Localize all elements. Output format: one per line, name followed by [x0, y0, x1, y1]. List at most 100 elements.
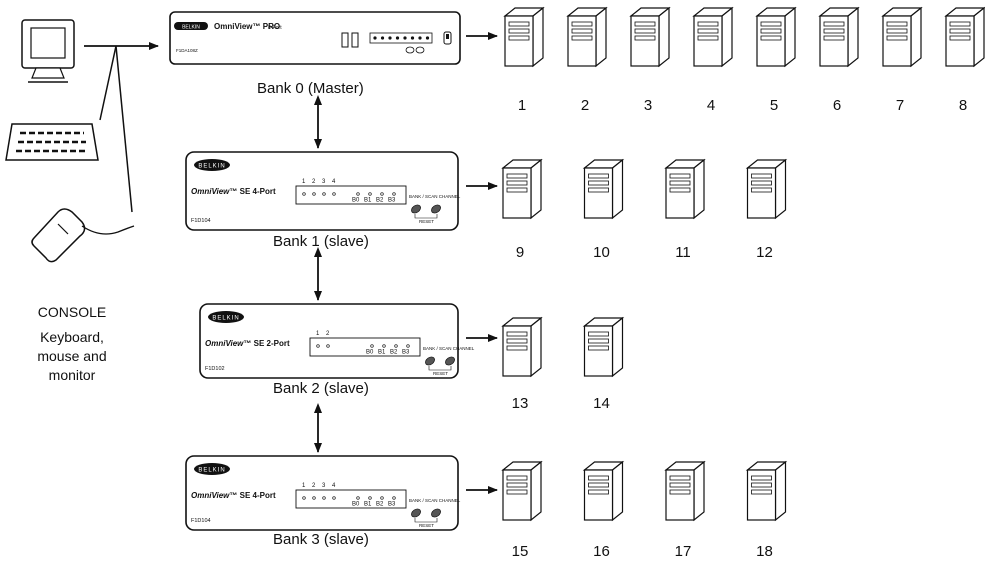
bank-led-label: B0 — [352, 502, 360, 508]
bank-led — [380, 192, 384, 196]
computer-number: 16 — [593, 543, 610, 560]
reset-caption: RESET — [419, 523, 434, 528]
bank-led-label: B0 — [352, 198, 360, 204]
bank-led — [368, 496, 372, 500]
master-sub: 8-Port — [268, 25, 282, 31]
button-caption: BANK / SCAN CHANNEL — [423, 346, 475, 351]
port-led — [316, 344, 320, 348]
computer-tower-icon — [882, 7, 922, 67]
computer-tower-icon — [502, 317, 542, 377]
computer-number: 9 — [515, 244, 525, 261]
computer-number: 11 — [675, 244, 691, 261]
port-number: 4 — [332, 179, 336, 185]
bank-led-label: B2 — [376, 198, 384, 204]
computer-tower-icon — [665, 461, 705, 521]
master-led — [410, 36, 415, 40]
channel-button — [431, 204, 441, 214]
bank-button — [411, 204, 421, 214]
bank-led-label: B3 — [388, 198, 396, 204]
slave-brand: BELKIN — [198, 468, 225, 474]
computer-tower-icon — [583, 159, 624, 219]
computer-number: 10 — [593, 244, 610, 261]
console-title: CONSOLE — [37, 304, 107, 320]
master-led — [395, 36, 400, 40]
port-led — [322, 496, 326, 500]
bank-led — [356, 192, 360, 196]
bank-led — [394, 344, 398, 348]
port-number: 2 — [312, 483, 316, 489]
bank-led-label: B3 — [388, 502, 396, 508]
computer-number: 2 — [580, 97, 590, 114]
port-number: 2 — [326, 331, 330, 337]
master-led — [388, 36, 392, 40]
console-desc-line-2: mouse and — [37, 348, 107, 364]
monitor-icon — [21, 19, 75, 83]
bank-led-label: B3 — [402, 350, 410, 356]
button-caption: BANK / SCAN CHANNEL — [409, 194, 461, 199]
bank-led — [392, 192, 396, 196]
channel-button — [431, 508, 441, 518]
port-led — [302, 496, 306, 500]
port-number: 3 — [322, 483, 326, 489]
console-caption: CONSOLE Keyboard, mouse and monitor — [12, 303, 132, 385]
computers — [502, 7, 985, 521]
computer-tower-icon — [583, 317, 624, 377]
slave-product: OmniView™ SE 2-Port — [205, 339, 290, 348]
computer-tower-icon — [502, 159, 542, 219]
computer-tower-icon — [502, 461, 542, 521]
bank-led-label: B1 — [378, 350, 386, 356]
port-led — [302, 192, 306, 196]
computer-tower-icon — [819, 7, 859, 67]
computer-tower-icon — [693, 7, 733, 67]
computer-number: 6 — [832, 97, 842, 114]
computer-number: 4 — [706, 97, 716, 114]
port-number: 1 — [316, 331, 320, 337]
master-model: F1DA108Z — [176, 48, 198, 53]
master-product: OmniView™ PRO — [214, 22, 280, 31]
bank0-label: Bank 0 (Master) — [257, 80, 364, 97]
reset-caption: RESET — [433, 371, 448, 376]
computer-number: 3 — [643, 97, 653, 114]
bank2-label: Bank 2 (slave) — [273, 380, 369, 397]
bank-led — [380, 496, 384, 500]
port-led — [332, 192, 336, 196]
master-switch: BELKIN OmniView™ PRO 8-Port F1DA108Z — [169, 11, 461, 65]
port-number: 1 — [302, 179, 306, 185]
console-desc-line-3: monitor — [48, 367, 96, 383]
port-led — [312, 496, 316, 500]
bank1-label: Bank 1 (slave) — [273, 233, 369, 250]
computer-tower-icon — [945, 7, 985, 67]
bank-led-label: B0 — [366, 350, 374, 356]
master-led — [373, 36, 377, 40]
slave-model: F1D104 — [191, 518, 211, 524]
bank3-label: Bank 3 (slave) — [273, 531, 369, 548]
bank-led-label: B1 — [364, 502, 372, 508]
bank-led — [368, 192, 372, 196]
slave-product: OmniView™ SE 4-Port — [191, 491, 276, 500]
keyboard-icon — [5, 123, 99, 161]
bank-led-label: B2 — [376, 502, 384, 508]
computer-tower-icon — [583, 461, 624, 521]
port-led — [312, 192, 316, 196]
mouse-icon — [31, 208, 135, 263]
computer-number: 5 — [769, 97, 779, 114]
port-led — [326, 344, 330, 348]
bank-led — [370, 344, 374, 348]
computer-number: 1 — [517, 97, 527, 114]
port-number: 3 — [322, 179, 326, 185]
master-led — [380, 36, 385, 40]
port-led — [322, 192, 326, 196]
bank-button — [411, 508, 421, 518]
computer-number: 12 — [756, 244, 773, 261]
bank-led-label: B2 — [390, 350, 398, 356]
computer-number: 18 — [756, 543, 773, 560]
bank-button — [425, 356, 435, 366]
bank-led — [382, 344, 386, 348]
master-brand: BELKIN — [182, 25, 200, 31]
master-led — [425, 36, 430, 40]
